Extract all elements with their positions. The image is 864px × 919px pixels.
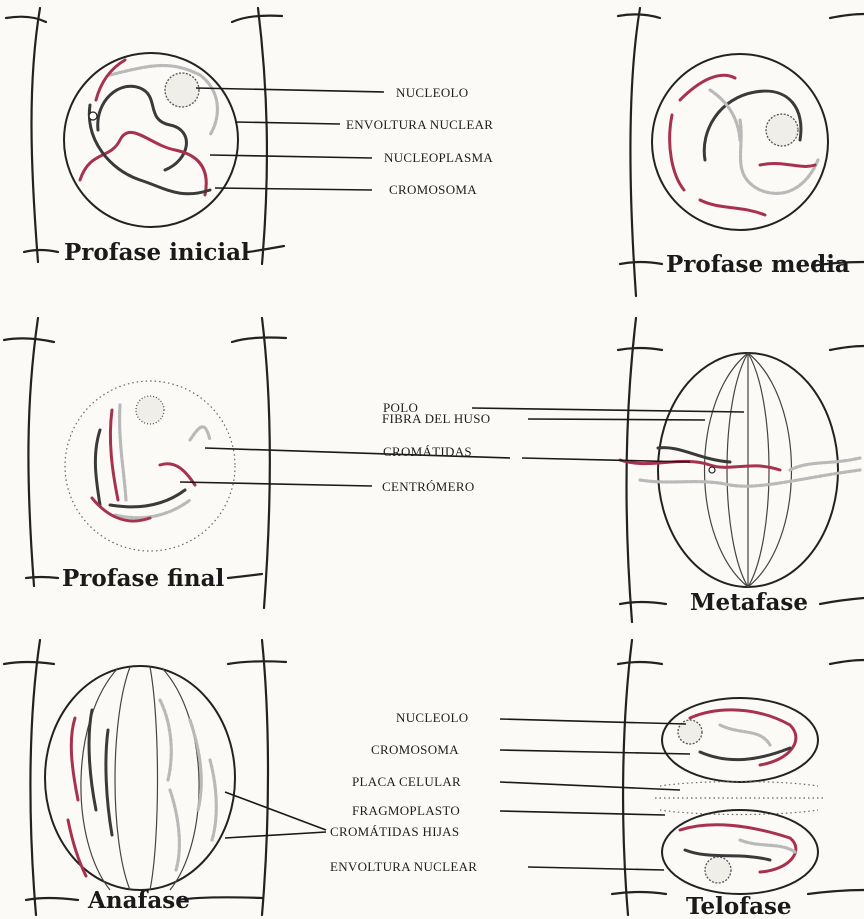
- cell-wall: [618, 346, 864, 350]
- label-fibra-del-huso: FIBRA DEL HUSO: [382, 411, 490, 426]
- chromatid: [110, 490, 185, 507]
- label-placa-celular: PLACA CELULAR: [352, 774, 461, 789]
- daughter-chromatid: [106, 730, 112, 835]
- chromosome: [700, 748, 790, 760]
- label-fragmoplasto: FRAGMOPLASTO: [352, 803, 460, 818]
- spindle-fiber: [727, 353, 748, 587]
- stage-title-metafase: Metafase: [690, 589, 808, 616]
- daughter-chromatid: [68, 820, 86, 876]
- cell-wall: [4, 338, 286, 343]
- panel-metafase: POLO FIBRA DEL HUSO CROMÁTIDAS CENTRÓMER…: [382, 318, 864, 622]
- cell-wall: [32, 8, 41, 262]
- spindle-fiber: [748, 353, 792, 587]
- panel-telofase: NUCLEOLO CROMOSOMA PLACA CELULAR FRAGMOP…: [330, 640, 864, 919]
- chromosome: [720, 725, 770, 745]
- cell-wall: [623, 640, 632, 915]
- chromatid: [110, 410, 118, 500]
- nucleolus: [165, 73, 199, 107]
- chromatid: [120, 405, 126, 500]
- leader-line-cromosoma: [215, 188, 372, 190]
- label-tel-nucleolo: NUCLEOLO: [396, 710, 468, 725]
- daughter-chromatid: [170, 790, 179, 870]
- cell-wall: [630, 8, 640, 296]
- label-cromosoma: CROMOSOMA: [389, 182, 477, 197]
- leader-line-centromero: [180, 482, 372, 486]
- label-tel-cromosoma: CROMOSOMA: [371, 742, 459, 757]
- cell-wall: [618, 660, 864, 664]
- panel-profase-media: Profase media: [618, 8, 864, 296]
- stage-title-telofase: Telofase: [686, 893, 792, 919]
- chromosome: [685, 850, 770, 860]
- stage-title-profase-inicial: Profase inicial: [64, 239, 250, 266]
- leader-line-nucleoplasma: [210, 155, 372, 158]
- leader-line-fragmoplasto: [500, 811, 665, 815]
- label-tel-envoltura-nuclear: ENVOLTURA NUCLEAR: [330, 859, 477, 874]
- cell-wall: [28, 318, 38, 586]
- spindle-fiber: [150, 667, 158, 890]
- cell-wall: [626, 318, 636, 622]
- leader-line-tel-envoltura: [528, 867, 664, 870]
- stage-title-profase-final: Profase final: [62, 565, 224, 592]
- chromosome: [740, 840, 795, 852]
- leader-line-placa-celular: [500, 782, 680, 790]
- chromatid: [95, 430, 100, 505]
- panel-profase-final: Profase final: [4, 318, 510, 608]
- chromatid: [190, 427, 210, 440]
- chromatid: [640, 470, 860, 486]
- cell-wall: [30, 640, 40, 915]
- chromatid: [658, 448, 730, 462]
- leader-line-envoltura: [235, 122, 340, 124]
- chromosome: [89, 105, 210, 194]
- cell-wall: [4, 661, 286, 664]
- nucleolus: [705, 857, 731, 883]
- label-cromatidas: CROMÁTIDAS: [383, 444, 472, 459]
- chromosome: [690, 710, 796, 765]
- centromere: [709, 467, 715, 473]
- spindle-fiber: [748, 353, 769, 587]
- cell-wall: [262, 640, 268, 915]
- leader-line-cromatidas-meta: [522, 458, 690, 462]
- cell-wall: [6, 16, 282, 22]
- cell-wall: [618, 14, 864, 18]
- daughter-chromatid: [71, 718, 78, 800]
- spindle-fiber: [115, 667, 130, 890]
- stage-title-anafase: Anafase: [87, 887, 190, 914]
- leader-line-hijas-lower: [225, 832, 326, 838]
- daughter-chromatid: [160, 700, 171, 780]
- daughter-chromatid: [210, 760, 216, 840]
- cell-wall: [258, 8, 267, 264]
- daughter-chromatid: [190, 720, 201, 810]
- panel-anafase: Anafase: [4, 640, 326, 915]
- centromere: [89, 112, 97, 120]
- chromatid: [115, 500, 190, 518]
- panel-profase-inicial: NUCLEOLO ENVOLTURA NUCLEAR NUCLEOPLASMA …: [6, 8, 493, 266]
- label-envoltura-nuclear: ENVOLTURA NUCLEAR: [346, 117, 493, 132]
- leader-line-tel-cromosoma: [500, 750, 690, 754]
- spindle-fiber: [81, 668, 118, 890]
- label-nucleolo: NUCLEOLO: [396, 85, 468, 100]
- daughter-chromatid: [89, 710, 96, 810]
- label-centromero: CENTRÓMERO: [382, 479, 475, 494]
- fading-nucleolus: [136, 396, 164, 424]
- leader-line-tel-nucleolo: [500, 719, 686, 724]
- chromatid: [790, 458, 860, 470]
- chromosome: [670, 75, 735, 190]
- stage-title-profase-media: Profase media: [666, 251, 850, 278]
- leader-line-fibra-del-huso: [528, 419, 705, 420]
- leader-line-polo: [472, 408, 744, 412]
- label-nucleoplasma: NUCLEOPLASMA: [384, 150, 493, 165]
- leader-line-hijas-upper: [225, 792, 326, 830]
- cell-wall: [262, 318, 270, 608]
- chromosome: [680, 825, 796, 872]
- label-cromatidas-hijas: CROMÁTIDAS HIJAS: [330, 824, 459, 839]
- nucleolus: [766, 114, 798, 146]
